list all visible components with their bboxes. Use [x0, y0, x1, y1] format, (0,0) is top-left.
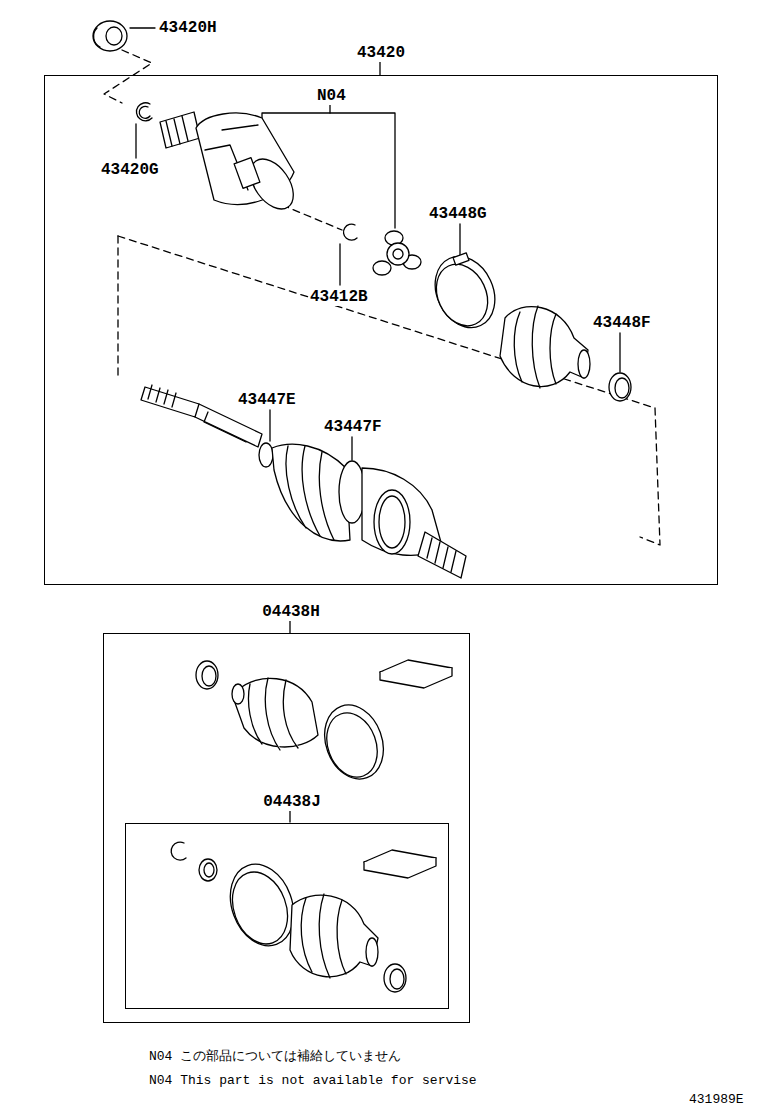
tripod-joint [393, 249, 403, 259]
leader-line [459, 224, 460, 256]
part-number: 43448F [592, 314, 652, 332]
part-number: 43447F [323, 418, 383, 436]
drive-shaft [286, 446, 334, 540]
boot-kit [318, 706, 386, 784]
tripod-joint [387, 243, 409, 265]
boot-kit [202, 666, 216, 686]
leader-line [619, 333, 620, 372]
leader-line [339, 244, 340, 285]
drive-shaft [379, 496, 405, 548]
dashed-line [117, 236, 118, 378]
boot-band [453, 253, 469, 265]
footnote: N04 この部品については補給していません [148, 1049, 402, 1065]
leader-line [379, 62, 380, 75]
boot-kit [366, 938, 378, 966]
oil-seal [106, 27, 122, 45]
drive-shaft [204, 412, 246, 442]
drive-shaft [418, 532, 466, 578]
boot-kit [249, 678, 299, 750]
drive-shaft [272, 444, 350, 541]
boot-kit [171, 842, 186, 860]
joint-boot [500, 307, 588, 387]
tripod-joint [373, 231, 421, 275]
boot-kit [390, 969, 404, 989]
joint-housing [166, 116, 188, 146]
dashed-line [104, 50, 152, 103]
assembly-number: 04438J [261, 793, 323, 811]
drive-shaft [259, 443, 273, 467]
part-number: 43448G [428, 205, 488, 223]
leader-line [329, 105, 330, 113]
note-mark: N04 [316, 87, 347, 105]
leader-line [289, 621, 290, 633]
oil-seal [94, 28, 100, 47]
part-number: 43447E [237, 391, 297, 409]
drive-shaft [339, 461, 365, 523]
boot-kit [199, 859, 217, 881]
boot-kit [196, 661, 218, 689]
joint-housing [160, 112, 200, 148]
boot-clamp [615, 378, 629, 398]
dashed-line [640, 408, 660, 545]
dashed-line [282, 205, 342, 230]
leader-line [351, 437, 352, 460]
leader-line [289, 810, 290, 822]
joint-housing [160, 112, 302, 217]
part-number: 43412B [309, 288, 369, 306]
boot-kit [364, 858, 436, 878]
leader-line [269, 410, 270, 441]
boot-band [424, 247, 506, 338]
leader-line [130, 27, 155, 28]
dashed-line [118, 236, 655, 408]
boot-clamp [609, 373, 631, 401]
boot-kit [380, 668, 452, 688]
boot-band [424, 247, 506, 338]
joint-boot [500, 306, 590, 388]
kit-frame: 04438H04438J [103, 633, 470, 1023]
drive-shaft [374, 490, 410, 554]
drive-shaft [141, 385, 466, 578]
boot-band [427, 256, 498, 334]
leader-line [130, 28, 620, 822]
oil-seal [93, 21, 127, 51]
joint-boot [578, 350, 590, 378]
boot-kit [171, 842, 436, 992]
part-number: 43420H [158, 19, 218, 37]
drive-shaft [148, 385, 176, 407]
boot-kit [384, 964, 406, 992]
boot-kit [232, 684, 244, 704]
snap-ring [343, 224, 357, 240]
diagram-number: 431989E [688, 1092, 745, 1108]
snap-ring [139, 106, 150, 118]
snap-ring [136, 103, 152, 121]
footnote: N04 This part is not available for servi… [148, 1073, 478, 1089]
tripod-joint [373, 261, 391, 275]
snap-ring [136, 103, 152, 121]
boot-kit [223, 864, 297, 951]
joint-boot [514, 306, 556, 388]
assembly-number: 43420 [355, 44, 407, 62]
boot-kit [315, 697, 394, 788]
joint-housing [234, 158, 260, 189]
boot-clamp [609, 373, 631, 401]
leader-line [135, 124, 136, 158]
boot-kit [301, 894, 346, 978]
part-number: 43420G [100, 161, 160, 179]
oil-seal [93, 21, 127, 51]
drive-shaft [427, 538, 456, 572]
drive-shaft [195, 404, 262, 447]
snap-ring [343, 224, 357, 240]
boot-kit [196, 660, 452, 787]
assembly-number: 04438H [260, 603, 322, 621]
boot-kit [204, 863, 214, 877]
kit-frame: 04438J [125, 823, 449, 1009]
